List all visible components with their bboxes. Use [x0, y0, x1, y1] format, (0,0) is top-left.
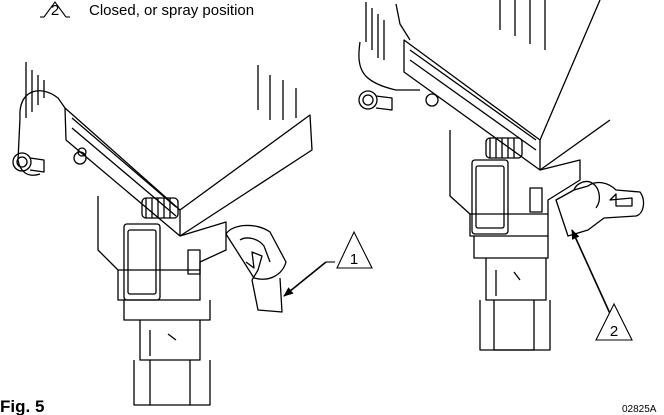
figure-label: Fig. 5: [0, 397, 44, 415]
callout-2: 2: [571, 229, 633, 341]
right-pump-illustration: [358, 0, 645, 351]
legend-number: 2: [51, 2, 59, 19]
left-pump-illustration: [12, 62, 313, 406]
left-valve-handle-icon: [225, 224, 287, 313]
right-valve-handle-icon: [555, 180, 645, 237]
callout-1: 1: [283, 230, 373, 297]
legend-triangle-icon: 2: [40, 1, 70, 19]
figure-code: 02825A: [622, 404, 657, 415]
left-fitting-icon: [12, 152, 45, 173]
right-fitting-icon: [358, 90, 393, 111]
callout-2-number: 2: [610, 323, 618, 340]
legend-text: Closed, or spray position: [89, 2, 254, 19]
callout-1-number: 1: [350, 251, 358, 268]
legend-row: 2 Closed, or spray position: [40, 1, 254, 19]
